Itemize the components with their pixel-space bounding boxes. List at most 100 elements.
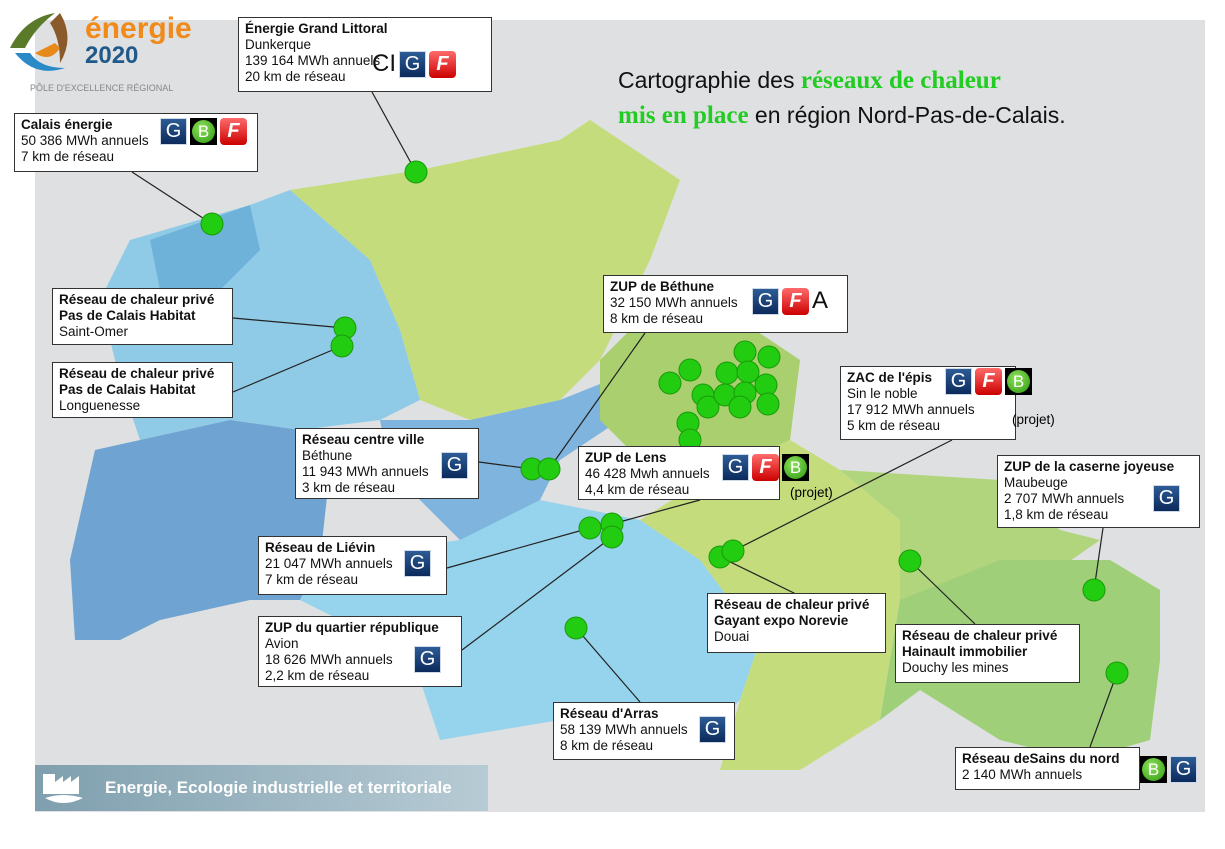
energy-badges: G <box>699 716 726 743</box>
gas-badge-icon: G <box>945 368 972 395</box>
fuel-badge-icon: F <box>220 118 247 145</box>
factory-leaf-icon <box>43 774 83 803</box>
network-name: Réseau de chaleur privé <box>902 628 1058 643</box>
project-note: (projet) <box>1012 412 1055 427</box>
network-detail: 2,2 km de réseau <box>265 668 370 683</box>
network-detail: Dunkerque <box>245 37 312 52</box>
network-location-marker <box>1105 661 1129 685</box>
network-detail: 21 047 MWh annuels <box>265 556 393 571</box>
project-note: (projet) <box>790 485 833 500</box>
fuel-badge-icon: F <box>429 50 456 78</box>
gas-badge-icon: G <box>404 550 431 577</box>
gas-badge-icon: G <box>441 452 468 479</box>
network-detail: 4,4 km de réseau <box>585 482 690 497</box>
biomass-badge-icon: B <box>1140 756 1167 783</box>
network-location-marker <box>733 340 757 364</box>
network-name: Réseau centre ville <box>302 432 425 447</box>
gas-badge-icon: G <box>1153 485 1180 512</box>
network-detail: 18 626 MWh annuels <box>265 652 393 667</box>
network-location-marker <box>404 160 428 184</box>
network-name: ZUP de Lens <box>585 450 667 465</box>
network-detail: 8 km de réseau <box>560 738 654 753</box>
network-detail: Maubeuge <box>1004 475 1068 490</box>
network-detail: Saint-Omer <box>59 324 129 339</box>
network-detail: 32 150 MWh annuels <box>610 295 738 310</box>
network-name: Réseau de chaleur privé <box>59 366 215 381</box>
network-name: ZUP de la caserne joyeuse <box>1004 459 1175 474</box>
network-name: Réseau de chaleur privé <box>59 292 215 307</box>
logo-swirl-icon <box>10 13 68 71</box>
network-detail: 7 km de réseau <box>265 572 359 587</box>
network-detail: 8 km de réseau <box>610 311 704 326</box>
network-location-marker <box>330 334 354 358</box>
leader-lines <box>131 91 1118 748</box>
network-detail: 11 943 MWh annuels <box>302 464 429 479</box>
network-detail: 1,8 km de réseau <box>1004 507 1109 522</box>
energy-code-label: A <box>812 287 829 314</box>
footer-text: Energie, Ecologie industrielle et territ… <box>105 778 452 797</box>
region-dunkerque <box>290 120 680 420</box>
network-name-2: Gayant expo Norevie <box>714 613 849 628</box>
logo-word: énergie <box>85 12 192 45</box>
network-location-marker <box>578 516 602 540</box>
energy-badges: G <box>441 452 468 479</box>
gas-badge-icon: G <box>722 454 749 481</box>
network-detail: Douchy les mines <box>902 660 1009 675</box>
network-name: Réseau de chaleur privé <box>714 597 870 612</box>
network-location-marker <box>564 616 588 640</box>
gas-badge-icon: G <box>160 118 187 145</box>
network-detail: 20 km de réseau <box>245 69 346 84</box>
network-detail: 2 707 MWh annuels <box>1004 491 1125 506</box>
network-location-marker <box>721 539 745 563</box>
network-detail: 50 386 MWh annuels <box>21 133 149 148</box>
network-location-marker <box>678 358 702 382</box>
network-detail: 17 912 MWh annuels <box>847 402 975 417</box>
network-detail: Douai <box>714 629 750 644</box>
network-name-2: Pas de Calais Habitat <box>59 308 196 323</box>
region-bethune <box>380 380 620 540</box>
energy-badges: G <box>414 646 441 673</box>
logo: énergie 2020 PÔLE D'EXCELLENCE RÉGIONAL <box>5 8 192 98</box>
gas-badge-icon: G <box>752 287 779 315</box>
network-detail: Avion <box>265 636 299 651</box>
network-location-marker <box>898 549 922 573</box>
gas-badge-icon: G <box>414 646 441 673</box>
network-location-marker <box>1082 578 1106 602</box>
network-location-marker <box>756 392 780 416</box>
network-detail: 5 km de réseau <box>847 418 941 433</box>
fuel-badge-icon: F <box>782 287 809 315</box>
network-detail: 139 164 MWh annuels <box>245 53 381 68</box>
network-name: Réseau d'Arras <box>560 706 659 721</box>
network-location-marker <box>757 345 781 369</box>
network-location-marker <box>715 361 739 385</box>
footer-banner: Energie, Ecologie industrielle et territ… <box>35 765 488 811</box>
logo-year: 2020 <box>85 42 139 69</box>
fuel-badge-icon: F <box>752 454 779 481</box>
energy-badges: G <box>404 550 431 577</box>
network-name: Calais énergie <box>21 117 113 132</box>
network-location-marker <box>696 395 720 419</box>
energy-badges: G <box>1153 485 1180 512</box>
region-calais-dark <box>150 205 260 300</box>
network-name: ZAC de l'épis <box>847 370 932 385</box>
network-location-marker <box>200 212 224 236</box>
network-detail: Béthune <box>302 448 353 463</box>
logo-tagline: PÔLE D'EXCELLENCE RÉGIONAL <box>30 83 174 93</box>
biomass-badge-icon: B <box>190 118 217 145</box>
page-title: Cartographie des réseaux de chaleur mis … <box>618 67 1066 129</box>
network-location-marker <box>736 360 760 384</box>
network-name: Réseau de Liévin <box>265 540 376 555</box>
network-detail: 7 km de réseau <box>21 149 115 164</box>
